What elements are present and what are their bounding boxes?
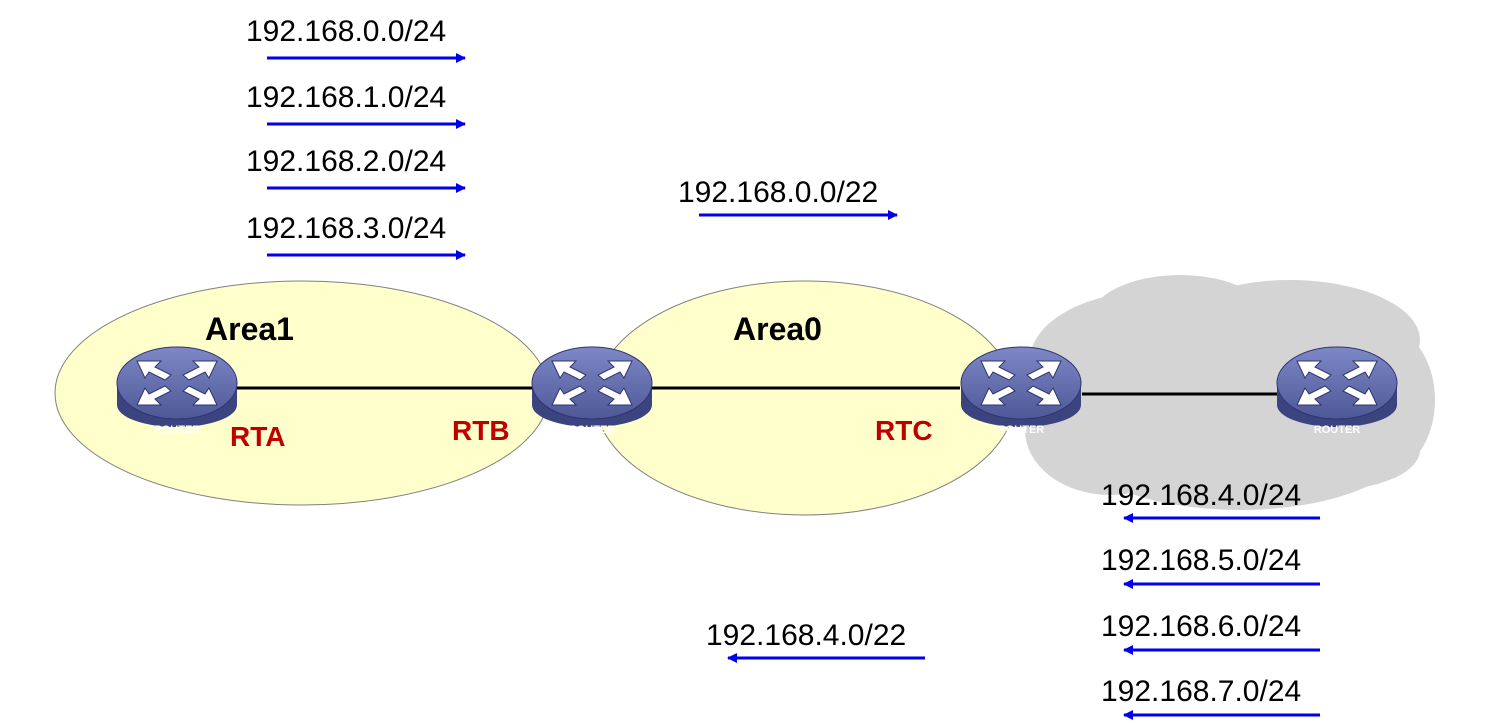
router-caption: ROUTER bbox=[569, 424, 616, 436]
router-name-rtb: RTB bbox=[452, 415, 510, 446]
router-external[interactable]: ROUTER bbox=[1276, 346, 1398, 436]
route-label: 192.168.1.0/24 bbox=[246, 81, 446, 114]
area0-label: Area0 bbox=[733, 311, 822, 347]
router-icon bbox=[531, 346, 653, 428]
route-label: 192.168.6.0/24 bbox=[1101, 610, 1301, 643]
router-caption: ROUTER bbox=[1314, 424, 1361, 436]
router-caption: ROUTER bbox=[998, 424, 1045, 436]
route-label: 192.168.5.0/24 bbox=[1101, 544, 1301, 577]
router-caption: ROUTER bbox=[154, 424, 201, 436]
route-label: 192.168.7.0/24 bbox=[1101, 675, 1301, 708]
route-label: 192.168.0.0/22 bbox=[678, 176, 878, 209]
router-rtc[interactable]: ROUTER bbox=[960, 346, 1082, 436]
route-label: 192.168.2.0/24 bbox=[246, 145, 446, 178]
route-label: 192.168.4.0/22 bbox=[706, 619, 906, 652]
summary-route-external: 192.168.4.0/22 bbox=[706, 619, 925, 663]
route-label: 192.168.0.0/24 bbox=[246, 15, 446, 48]
area1-label: Area1 bbox=[205, 311, 294, 347]
route-label: 192.168.4.0/24 bbox=[1101, 479, 1301, 512]
router-icon bbox=[1276, 346, 1398, 428]
summary-route-area0: 192.168.0.0/22 bbox=[678, 176, 898, 220]
router-name-rtc: RTC bbox=[875, 415, 933, 446]
router-icon bbox=[960, 346, 1082, 428]
router-rtb[interactable]: ROUTER bbox=[531, 346, 653, 436]
area1-routes: 192.168.0.0/24 192.168.1.0/24 192.168.2.… bbox=[246, 15, 466, 260]
route-label: 192.168.3.0/24 bbox=[246, 212, 446, 245]
external-routes: 192.168.4.0/24 192.168.5.0/24 192.168.6.… bbox=[1101, 479, 1320, 720]
router-icon bbox=[116, 346, 238, 428]
router-rta[interactable]: ROUTER bbox=[116, 346, 238, 436]
router-name-rta: RTA bbox=[230, 421, 285, 452]
